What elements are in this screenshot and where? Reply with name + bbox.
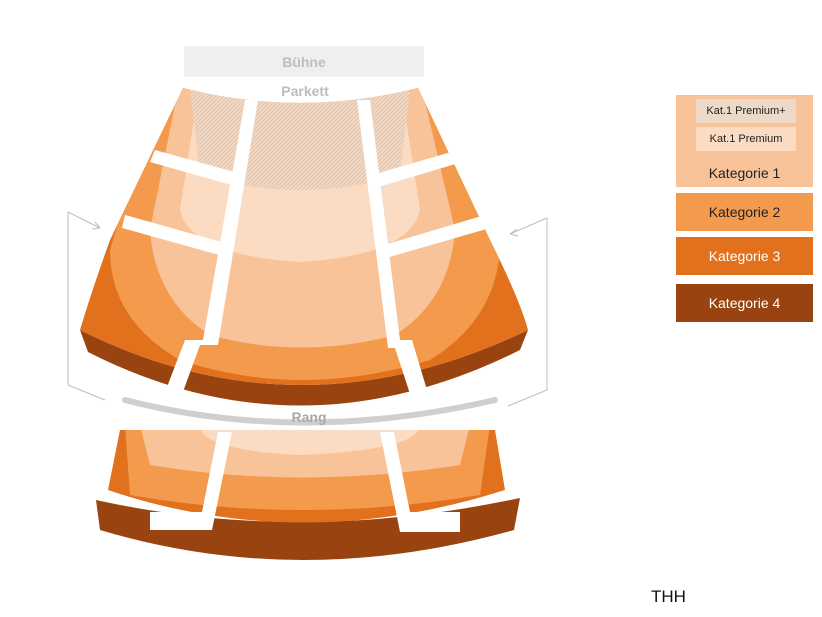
legend-kategorie-2-label: Kategorie 2 (708, 204, 781, 220)
left-entry-arrow (67, 211, 106, 401)
rang-block (96, 425, 520, 560)
rang-premium[interactable] (200, 425, 420, 455)
legend-premium-plus: Kat.1 Premium+ (696, 99, 796, 123)
legend-kategorie-3-label: Kategorie 3 (708, 248, 781, 264)
legend: Kat.1 Premium+ Kat.1 Premium Kategorie 1… (676, 95, 813, 322)
legend-premium: Kat.1 Premium (696, 127, 796, 151)
rang-separator (122, 397, 498, 426)
legend-premium-plus-label: Kat.1 Premium+ (706, 105, 786, 117)
right-entry-arrow (507, 217, 548, 407)
legend-kategorie-1-group: Kat.1 Premium+ Kat.1 Premium Kategorie 1 (676, 95, 813, 187)
legend-kategorie-4-label: Kategorie 4 (708, 295, 781, 311)
parkett-block (80, 88, 528, 406)
stage (184, 46, 424, 77)
rang-kategorie-4[interactable] (96, 498, 520, 560)
rang-aisles (150, 432, 460, 532)
stage-label: Bühne (282, 54, 326, 70)
legend-kategorie-3: Kategorie 3 (676, 237, 813, 275)
legend-kategorie-2: Kategorie 2 (676, 193, 813, 231)
legend-premium-label: Kat.1 Premium (709, 133, 783, 145)
legend-kategorie-4: Kategorie 4 (676, 284, 813, 322)
parkett-aisles (122, 100, 490, 400)
legend-kategorie-1: Kategorie 1 (676, 159, 813, 187)
rang-label: Rang (292, 409, 327, 425)
parkett-label: Parkett (281, 83, 329, 99)
credit-text: THH (651, 587, 686, 606)
legend-kategorie-1-label: Kategorie 1 (708, 165, 781, 181)
